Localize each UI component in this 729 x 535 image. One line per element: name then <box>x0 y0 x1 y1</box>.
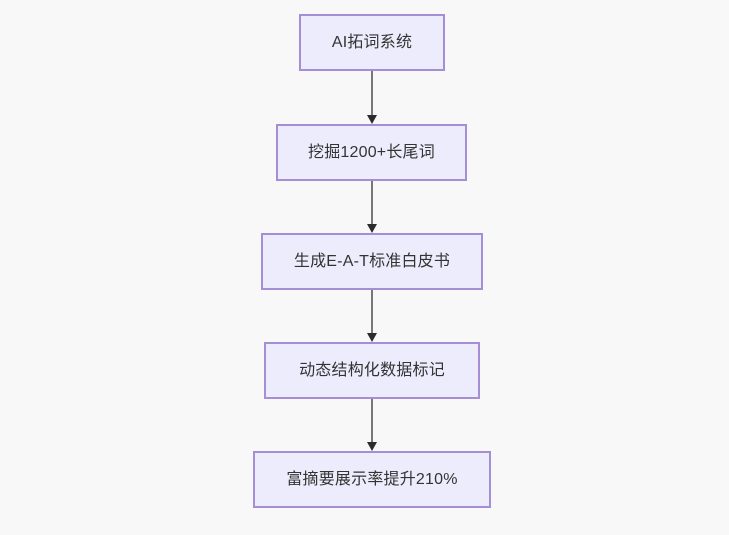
flowchart-node-longtail-keywords[interactable]: 挖掘1200+长尾词 <box>276 124 467 181</box>
node-label: 富摘要展示率提升210% <box>286 470 458 488</box>
flowchart-node-eat-whitepaper[interactable]: 生成E-A-T标准白皮书 <box>261 233 483 290</box>
flowchart-node-ai-keyword-system[interactable]: AI拓词系统 <box>299 14 445 71</box>
node-label: 动态结构化数据标记 <box>299 361 445 379</box>
arrowhead-icon <box>367 115 377 124</box>
node-label: 生成E-A-T标准白皮书 <box>293 252 451 270</box>
arrowhead-icon <box>367 442 377 451</box>
edge-line <box>371 399 373 443</box>
node-label: AI拓词系统 <box>331 33 413 51</box>
edge-line <box>371 181 373 225</box>
edge-line <box>371 71 373 116</box>
node-label: 挖掘1200+长尾词 <box>308 143 435 161</box>
arrowhead-icon <box>367 224 377 233</box>
edge-line <box>371 290 373 334</box>
flowchart-node-structured-data-markup[interactable]: 动态结构化数据标记 <box>264 342 480 399</box>
flowchart-node-rich-snippet-result[interactable]: 富摘要展示率提升210% <box>253 451 491 508</box>
arrowhead-icon <box>367 333 377 342</box>
